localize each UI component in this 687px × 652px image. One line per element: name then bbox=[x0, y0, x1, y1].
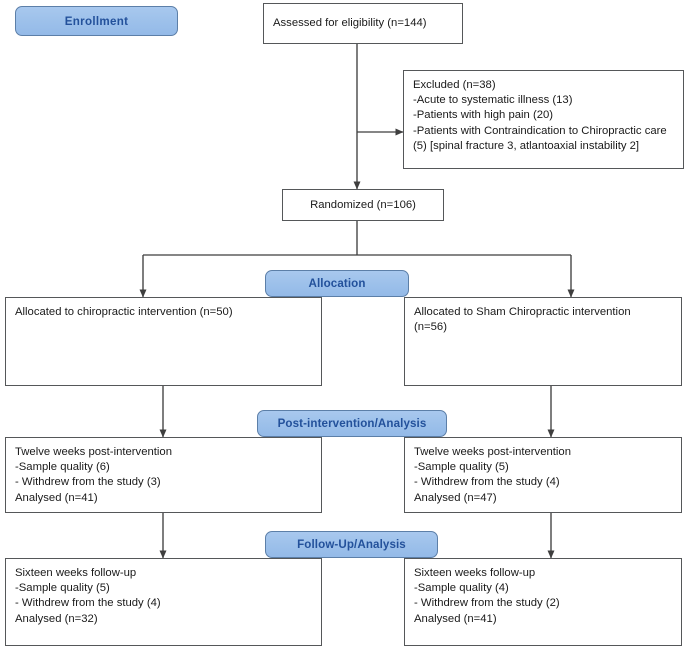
banner-enrollment: Enrollment bbox=[15, 6, 178, 36]
banner-allocation: Allocation bbox=[265, 270, 409, 297]
node-randomized: Randomized (n=106) bbox=[282, 189, 444, 221]
node-post-intervention-chiropractic: Twelve weeks post-intervention -Sample q… bbox=[5, 437, 322, 513]
node-allocated-sham: Allocated to Sham Chiropractic intervent… bbox=[404, 297, 682, 386]
node-assessed-for-eligibility: Assessed for eligibility (n=144) bbox=[263, 3, 463, 44]
node-post-intervention-sham: Twelve weeks post-intervention -Sample q… bbox=[404, 437, 682, 513]
banner-post-intervention: Post-intervention/Analysis bbox=[257, 410, 447, 437]
node-allocated-chiropractic: Allocated to chiropractic intervention (… bbox=[5, 297, 322, 386]
node-follow-up-sham: Sixteen weeks follow-up -Sample quality … bbox=[404, 558, 682, 646]
banner-follow-up: Follow-Up/Analysis bbox=[265, 531, 438, 558]
node-excluded: Excluded (n=38) -Acute to systematic ill… bbox=[403, 70, 684, 169]
node-follow-up-chiropractic: Sixteen weeks follow-up -Sample quality … bbox=[5, 558, 322, 646]
